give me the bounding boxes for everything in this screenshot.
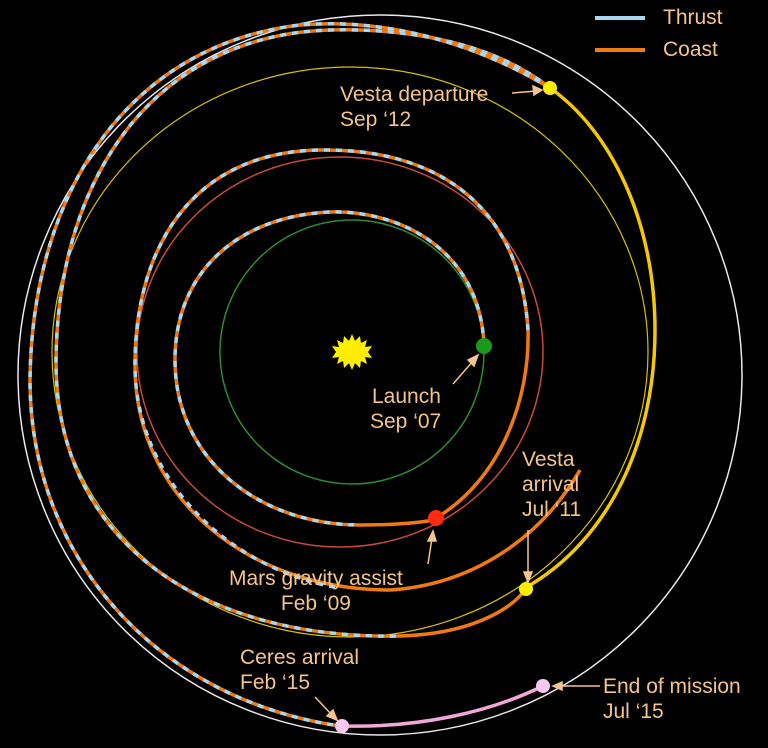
label-line: Mars gravity assist xyxy=(229,567,403,590)
label-line: Jul ‘11 xyxy=(522,498,582,521)
sun-icon xyxy=(332,334,372,370)
legend-thrust-label: Thrust xyxy=(663,6,723,29)
label-line: End of mission xyxy=(603,675,741,698)
vesta-orbit xyxy=(51,66,649,638)
ceres-arrival-label: Ceres arrival Feb ‘15 xyxy=(240,645,359,695)
label-line: Ceres arrival xyxy=(240,646,360,669)
vesta-arrival-label: Vesta arrival Jul ‘11 xyxy=(522,447,581,522)
earth-launch-marker xyxy=(476,338,492,354)
mars-orbit xyxy=(136,156,544,548)
thrust-swatch xyxy=(595,16,645,20)
ceres-stay-arc xyxy=(341,684,544,728)
label-line: arrival xyxy=(522,473,580,496)
mars-marker xyxy=(428,510,444,526)
mars-assist-label: Mars gravity assist Feb ‘09 xyxy=(229,566,403,616)
end-mission-label: End of mission Jul ‘15 xyxy=(603,674,741,724)
vesta-arrival-marker xyxy=(519,582,533,596)
label-line: Feb ‘09 xyxy=(280,592,351,615)
vesta-departure-marker xyxy=(543,81,557,95)
label-line: Vesta xyxy=(522,448,575,471)
label-line: Feb ‘15 xyxy=(240,671,311,694)
legend-coast: Coast xyxy=(595,38,718,62)
label-line: Sep ‘12 xyxy=(340,108,412,131)
ceres-arrival-marker xyxy=(335,719,349,733)
end-of-mission-marker xyxy=(536,679,550,693)
vesta-departure-label: Vesta departure Sep ‘12 xyxy=(340,82,488,132)
vesta-stay-arc xyxy=(524,86,657,590)
label-line: Vesta departure xyxy=(340,83,489,106)
ceres-transfer-thrust xyxy=(28,21,551,728)
legend-thrust: Thrust xyxy=(595,6,723,30)
label-line: Sep ‘07 xyxy=(370,410,442,433)
launch-label: Launch Sep ‘07 xyxy=(370,384,442,434)
label-line: Jul ‘15 xyxy=(603,700,664,723)
annotation-arrows xyxy=(314,84,600,722)
coast-swatch xyxy=(595,48,645,52)
spacecraft-trajectory xyxy=(54,28,582,638)
legend-coast-label: Coast xyxy=(663,38,718,61)
label-line: Launch xyxy=(372,385,441,408)
ceres-orbit xyxy=(17,14,743,736)
